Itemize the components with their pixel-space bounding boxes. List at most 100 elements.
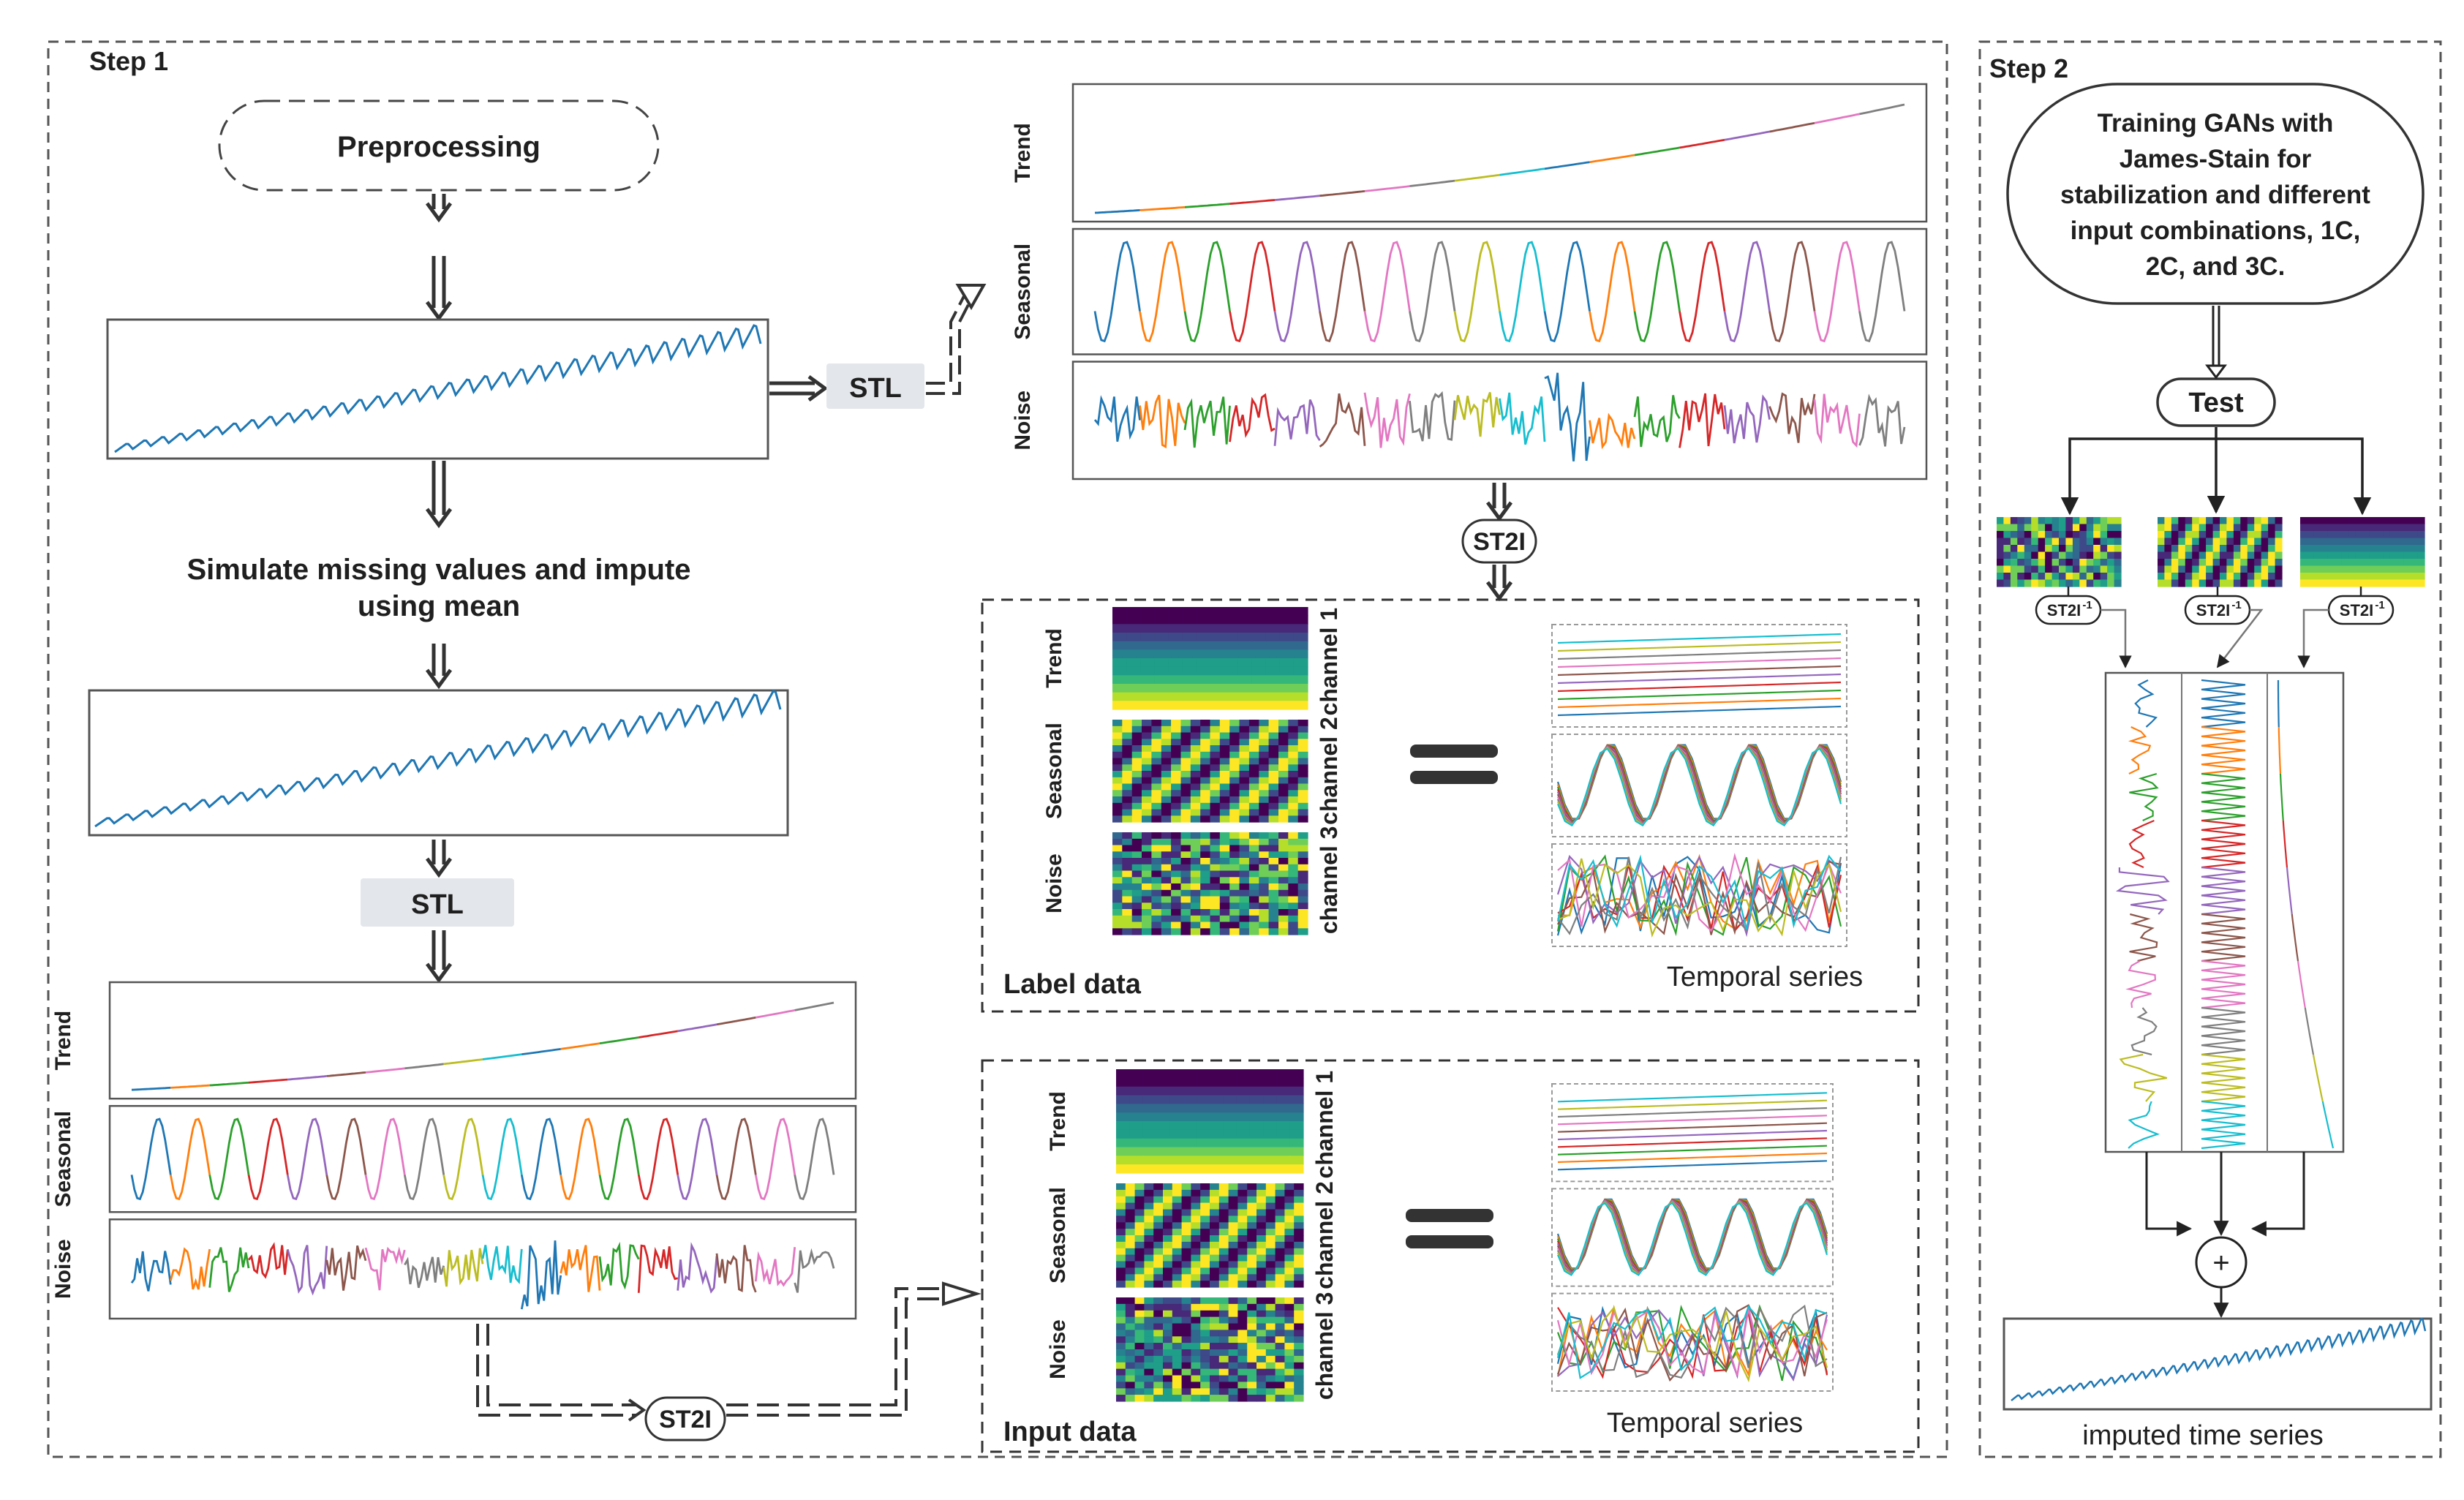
label-grid-2-cell	[1268, 870, 1279, 878]
input-grid-0-cell	[1169, 1129, 1183, 1139]
label-grid-0-cell	[1140, 649, 1155, 659]
input-grid-2-cell	[1284, 1349, 1295, 1357]
input-grid-1-cell	[1134, 1241, 1145, 1249]
input-grid-1-cell	[1181, 1241, 1191, 1249]
input-grid-0-cell	[1276, 1077, 1291, 1088]
label-grid-0-cell	[1224, 675, 1239, 685]
label-grid-1-cell	[1210, 790, 1221, 797]
label-grid-0-cell	[1251, 666, 1267, 676]
input-grid-1-cell	[1116, 1222, 1126, 1229]
step2-trend-image-cell	[2348, 524, 2356, 532]
input-grid-2-cell	[1144, 1368, 1154, 1376]
label-grid-0-cell	[1265, 649, 1281, 659]
input-grid-0-cell	[1236, 1164, 1251, 1174]
label-grid-2-cell	[1151, 922, 1162, 929]
step2-trend-image-cell	[2411, 565, 2419, 573]
step2-noise-image-cell	[2059, 538, 2066, 546]
input-grid-0-cell	[1129, 1104, 1144, 1113]
input-grid-0-cell	[1183, 1156, 1197, 1165]
label-grid-1-cell	[1210, 809, 1221, 816]
input-grid-0-cell	[1116, 1121, 1130, 1131]
recon-trend-0	[2277, 680, 2280, 728]
label-grid-0-cell	[1210, 666, 1225, 676]
step2-noise-image-cell	[2072, 531, 2080, 539]
input-grid-1-cell	[1257, 1196, 1267, 1204]
input-grid-0-cell	[1196, 1112, 1210, 1122]
stl-panel-1	[108, 1104, 857, 1213]
step2-seasonal-image-cell	[2178, 517, 2186, 525]
step2-trend-image-cell	[2417, 559, 2425, 567]
label-grid-2-cell	[1248, 928, 1259, 935]
label-grid-1-cell	[1268, 758, 1279, 765]
label-grid-1-cell	[1131, 725, 1142, 734]
input-grid-2-cell	[1181, 1375, 1191, 1382]
stl-series-1-15	[715, 1118, 757, 1201]
input-grid-1-cell	[1116, 1196, 1126, 1204]
step2-seasonal-image-cell	[2199, 565, 2207, 573]
step2-seasonal-image-cell	[2178, 524, 2186, 532]
label-grid-1-cell	[1151, 783, 1162, 791]
recon-seasonal-1	[2201, 725, 2246, 775]
label-grid-1-cell	[1288, 802, 1299, 810]
label-grid-2-cell	[1239, 889, 1250, 897]
label-grid-2-cell	[1297, 928, 1308, 935]
input-grid-2-cell	[1144, 1336, 1154, 1343]
step2-seasonal-image-cell	[2158, 538, 2165, 546]
input-grid-2-cell	[1191, 1395, 1201, 1402]
step2-trend-image-cell	[2348, 517, 2356, 525]
label-grid-2-cell	[1161, 877, 1172, 884]
label-grid-2-cell	[1200, 838, 1211, 846]
recon-trend-9	[2321, 1101, 2335, 1149]
stl-panel-1	[1071, 227, 1928, 355]
st2i-top-node	[1461, 519, 1537, 564]
stl-series-1-4	[286, 1118, 328, 1201]
step2-seasonal-image-cell	[2233, 565, 2241, 573]
label-grid-1-cell	[1288, 796, 1299, 804]
recon-noise-9	[2128, 1101, 2160, 1149]
input-grid-0-cell	[1116, 1138, 1130, 1148]
label-grid-2-cell	[1239, 838, 1250, 846]
step2-noise-image-cell	[2107, 573, 2115, 581]
label-grid-0-cell	[1265, 658, 1281, 668]
step2-noise-image-cell	[2017, 565, 2025, 573]
step2-noise-image-cell	[2065, 538, 2073, 546]
label-grid-2-cell	[1248, 851, 1259, 859]
step2-noise-image-cell	[2065, 524, 2073, 532]
input-grid-0-cell	[1236, 1156, 1251, 1165]
label-grid-2-cell	[1278, 845, 1289, 852]
label-grid-2-cell	[1112, 928, 1123, 935]
input-grid-1-cell	[1153, 1235, 1164, 1243]
step2-noise-image-cell	[2093, 579, 2101, 587]
label-grid-0-cell	[1279, 649, 1295, 659]
label-grid-1-cell	[1288, 739, 1299, 746]
label-grid-2-cell	[1297, 915, 1308, 923]
label-temporal-trend-line-4	[1557, 673, 1842, 685]
input-grid-1-cell	[1134, 1261, 1145, 1268]
label-grid-0-cell	[1224, 607, 1239, 617]
input-grid-2-cell	[1134, 1368, 1145, 1376]
step2-seasonal-image-cell	[2261, 565, 2269, 573]
stl-series-2-16	[1813, 393, 1861, 448]
step2-trend-image-cell	[2417, 573, 2425, 581]
step2-seasonal-image-cell	[2212, 538, 2220, 546]
step2-trend-image-cell	[2300, 551, 2307, 559]
label-grid-2-cell	[1278, 832, 1289, 840]
label-grid-1-cell	[1210, 796, 1221, 804]
input-grid-1-cell	[1218, 1261, 1229, 1268]
input-grid-2-cell	[1191, 1382, 1201, 1389]
input-grid-1-cell	[1284, 1235, 1295, 1243]
label-grid-2-cell	[1239, 858, 1250, 865]
label-grid-0-cell	[1112, 615, 1127, 625]
label-grid-1-cell	[1210, 771, 1221, 778]
step2-trend-image-cell	[2335, 579, 2343, 587]
input-grid-0-cell	[1169, 1086, 1183, 1096]
label-grid-0-cell	[1224, 666, 1239, 676]
label-grid-2-cell	[1219, 889, 1230, 897]
label-grid-2-cell	[1122, 870, 1133, 878]
label-grid-0-cell	[1182, 701, 1197, 710]
input-grid-2-cell	[1284, 1323, 1295, 1330]
label-grid-1-cell	[1151, 739, 1162, 746]
label-grid-2-cell	[1268, 909, 1279, 916]
input-grid-2-cell	[1200, 1297, 1210, 1305]
